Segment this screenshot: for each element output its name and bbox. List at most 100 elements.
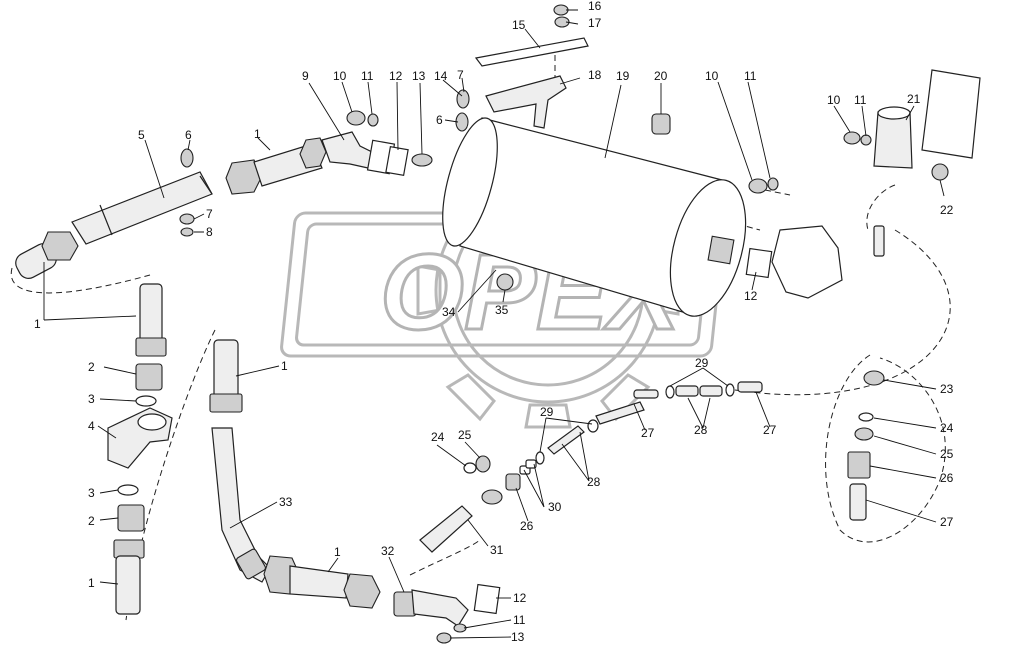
callout-15: 15 [512, 18, 526, 32]
sleeve-30b [525, 459, 537, 469]
filter-21 [873, 111, 913, 169]
leader-lines [43, 9, 945, 639]
washer-11b [767, 177, 779, 191]
callout-1: 1 [334, 545, 341, 559]
valve-20 [651, 113, 671, 135]
callout-16: 16 [588, 0, 602, 13]
callout-12: 12 [744, 289, 758, 303]
receiver-tank [442, 4, 843, 317]
callout-23: 23 [940, 382, 954, 396]
ring-29b [587, 419, 599, 433]
pipe-nut-left [41, 231, 79, 261]
callout-13: 13 [511, 630, 525, 644]
callout-12: 12 [389, 69, 403, 83]
bolt-16 [553, 4, 569, 16]
callout-35: 35 [495, 303, 509, 317]
elbow-32 [411, 589, 469, 627]
screw-6 [180, 148, 194, 168]
callout-28: 28 [694, 423, 708, 437]
bracket-plate [921, 69, 981, 159]
callout-11: 11 [513, 613, 526, 627]
callout-labels: 1 2 3 4 3 2 1 5 6 7 8 1 9 10 11 12 13 14… [34, 0, 954, 644]
callout-8: 8 [206, 225, 213, 239]
callout-3: 3 [88, 486, 95, 500]
tube-28c [699, 385, 723, 397]
pipe-9-elbow [321, 131, 373, 169]
callout-5: 5 [138, 128, 145, 142]
callout-11: 11 [854, 93, 867, 107]
flange-12b [385, 145, 409, 177]
tube-27a [595, 401, 645, 425]
callout-1: 1 [88, 576, 95, 590]
drain-35 [496, 273, 514, 291]
fitting-23 [863, 370, 885, 386]
tube-27b [633, 389, 659, 399]
callout-32: 32 [381, 544, 395, 558]
callout-27: 27 [641, 426, 655, 440]
fitting-31 [419, 505, 473, 553]
ring-29 [535, 451, 545, 465]
callout-18: 18 [588, 68, 602, 82]
washer-3-upper [135, 395, 157, 407]
tank-end-left [442, 117, 498, 247]
callout-10: 10 [705, 69, 719, 83]
ring-29c [665, 385, 675, 399]
callout-29: 29 [540, 405, 554, 419]
flange-12b-right [745, 247, 773, 279]
callout-33: 33 [279, 495, 293, 509]
callout-26: 26 [520, 519, 534, 533]
callout-13: 13 [412, 69, 426, 83]
bracket-18 [485, 75, 567, 129]
fitting-column [873, 225, 885, 257]
elbow-32-assembly [393, 583, 501, 644]
callout-20: 20 [654, 69, 668, 83]
tank-end-right [669, 179, 747, 317]
washer-17 [554, 16, 570, 28]
bolt-13c [436, 632, 452, 644]
callout-21: 21 [907, 92, 921, 106]
pipe-1-lower [289, 565, 349, 599]
filter-assembly [843, 69, 981, 521]
nut-7 [179, 213, 195, 225]
left-fitting-stack [107, 283, 173, 615]
hose-1-mid [213, 339, 239, 401]
adapter-2-lower [117, 504, 145, 532]
bolt-10b [748, 178, 768, 194]
callout-1: 1 [281, 359, 288, 373]
callout-2: 2 [88, 514, 95, 528]
callout-34: 34 [442, 305, 456, 319]
callout-17: 17 [588, 16, 602, 30]
hose-1-lower [115, 555, 141, 615]
callout-2: 2 [88, 360, 95, 374]
strap-15 [474, 37, 589, 67]
callout-3: 3 [88, 392, 95, 406]
tube-28a [547, 425, 585, 455]
callout-31: 31 [490, 543, 504, 557]
bolt-14 [456, 89, 470, 109]
callout-28: 28 [587, 475, 601, 489]
tank-flange [707, 235, 735, 265]
hose-1-upper [139, 283, 163, 345]
callout-27: 27 [940, 515, 954, 529]
callout-12: 12 [513, 591, 527, 605]
callout-25: 25 [458, 428, 472, 442]
washer-24 [463, 462, 477, 474]
plug-22 [931, 163, 949, 181]
washer-8 [180, 227, 194, 237]
callout-24: 24 [940, 421, 954, 435]
lower-hose-assembly [209, 339, 381, 609]
ring-29d [725, 383, 735, 397]
pipe-nut-1 [225, 159, 263, 195]
callout-10: 10 [333, 69, 347, 83]
center-fittings [419, 381, 763, 553]
callout-11: 11 [744, 69, 757, 83]
tube-27d [849, 483, 867, 521]
callout-26: 26 [940, 471, 954, 485]
callout-22: 22 [940, 203, 954, 217]
callout-9: 9 [302, 69, 309, 83]
bolt-10c [843, 131, 861, 145]
callout-25: 25 [940, 447, 954, 461]
washer-11c-right [860, 134, 872, 146]
callout-11: 11 [361, 69, 374, 83]
